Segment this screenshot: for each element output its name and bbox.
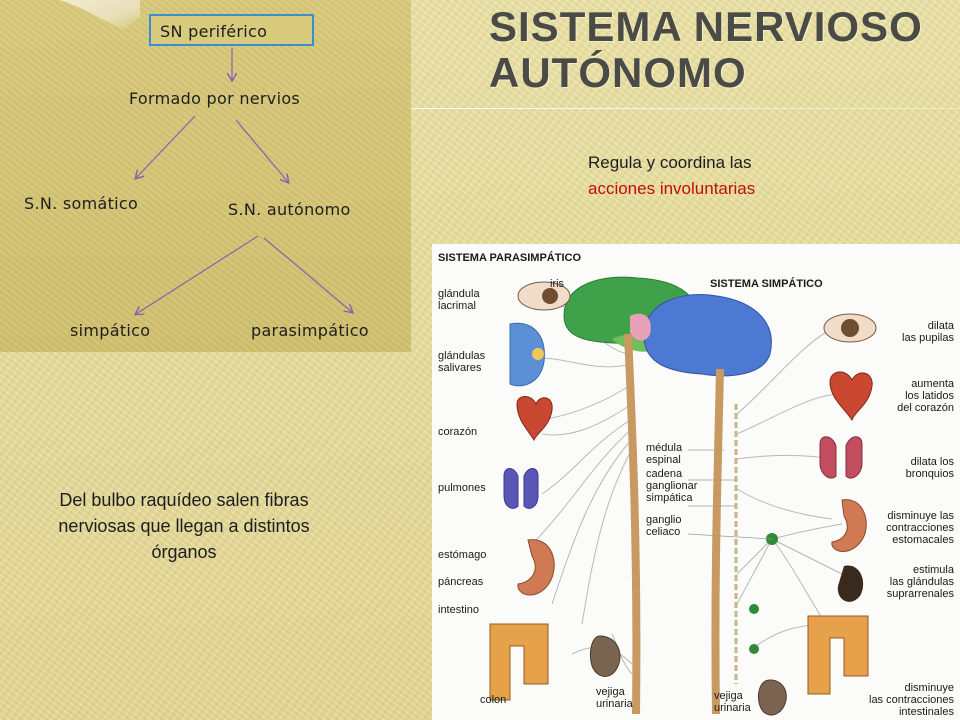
simpatico-header: SISTEMA SIMPÁTICO xyxy=(710,278,823,290)
title-line-1: SISTEMA NERVIOSO xyxy=(489,3,923,50)
label-estomago: estómago xyxy=(438,549,487,561)
sympathetic-nerves xyxy=(736,328,843,650)
label-corazon: corazón xyxy=(438,426,478,438)
lungs-left-icon xyxy=(503,468,539,509)
sn-somatico-label: S.N. somático xyxy=(24,194,139,213)
stomach-left-icon xyxy=(517,539,555,596)
label-contracciones-estomacales: disminuye las contracciones estomacales xyxy=(886,510,954,546)
colon-right-icon xyxy=(807,615,869,695)
sn-autonomo-label: S.N. autónomo xyxy=(228,200,351,219)
concept-map-panel: SN periférico Formado por nervios S.N. s… xyxy=(0,0,411,352)
page-title: SISTEMA NERVIOSO AUTÓNOMO xyxy=(489,4,949,96)
right-organs xyxy=(757,313,877,716)
center-leader-lines xyxy=(687,449,773,540)
arrow-autonomo-to-simpatico xyxy=(136,235,259,314)
label-glandula-lacrimal: glándula lacrimal xyxy=(438,288,480,312)
left-organs xyxy=(489,281,621,701)
spinal-cord-sympathetic xyxy=(711,368,724,715)
label-dilata-pupilas: dilata las pupilas xyxy=(902,320,954,344)
arrow-autonomo-to-parasimpatico xyxy=(263,237,352,312)
anatomy-illustration xyxy=(489,276,877,716)
label-ganglio-celiaco: ganglio celiaco xyxy=(646,514,682,538)
label-medula-espinal: médula espinal xyxy=(646,442,683,466)
bladder-right-icon xyxy=(757,679,787,716)
mesenteric-ganglion-2 xyxy=(749,644,759,654)
label-aumenta-latidos: aumenta los latidos del corazón xyxy=(897,378,954,414)
lungs-right-icon xyxy=(819,436,863,479)
label-iris: iris xyxy=(550,278,565,290)
parasympathetic-nerves xyxy=(531,293,633,675)
label-vejiga-urinaria-left: vejiga urinaria xyxy=(596,686,633,710)
regula-text: Regula y coordina las acciones involunta… xyxy=(588,150,848,202)
regula-line-2: acciones involuntarias xyxy=(588,179,756,198)
title-divider xyxy=(412,108,960,109)
label-glandulas-salivares: glándulas salivares xyxy=(438,350,486,374)
parasimpatico-label: parasimpático xyxy=(251,321,369,340)
title-line-2: AUTÓNOMO xyxy=(489,49,747,96)
stomach-right-icon xyxy=(831,499,867,552)
label-vejiga-urinaria-center: vejiga urinaria xyxy=(714,690,751,714)
bulbo-text: Del bulbo raquídeo salen fibras nerviosa… xyxy=(58,490,310,562)
regula-line-1: Regula y coordina las xyxy=(588,153,752,172)
label-cadena-ganglionar: cadena ganglionar simpática xyxy=(646,468,698,504)
arrow-formado-to-autonomo xyxy=(235,119,288,182)
anatomy-figure: SISTEMA PARASIMPÁTICO SISTEMA SIMPÁTICO … xyxy=(432,244,960,720)
heart-left-icon xyxy=(516,396,553,442)
mesenteric-ganglion-1 xyxy=(749,604,759,614)
label-pulmones: pulmones xyxy=(438,482,486,494)
pink-brainstem xyxy=(630,313,651,341)
label-colon: colon xyxy=(480,694,507,706)
label-intestino: intestino xyxy=(438,604,479,616)
blue-brain xyxy=(643,294,772,377)
colon-left-icon xyxy=(489,623,549,701)
arrow-formado-to-somatico xyxy=(136,115,196,178)
bladder-left-icon xyxy=(589,635,621,677)
heart-right-icon xyxy=(829,371,873,422)
label-glandulas-suprarrenales: estimula las glándulas suprarrenales xyxy=(886,564,954,600)
face-profile-icon xyxy=(509,322,545,387)
label-contracciones-intestinales: disminuye las contracciones intestinales xyxy=(869,682,954,718)
label-dilata-bronquios: dilata los bronquios xyxy=(905,456,954,480)
concept-map-arrows xyxy=(0,48,411,352)
formado-por-nervios-label: Formado por nervios xyxy=(129,89,301,108)
simpatico-label: simpático xyxy=(70,321,151,340)
label-pancreas: páncreas xyxy=(438,576,484,588)
spinal-cord-parasympathetic xyxy=(624,333,641,715)
sn-periferico-box: SN periférico xyxy=(149,14,314,46)
parasimpatico-header: SISTEMA PARASIMPÁTICO xyxy=(438,252,582,264)
adrenal-icon xyxy=(837,565,864,602)
